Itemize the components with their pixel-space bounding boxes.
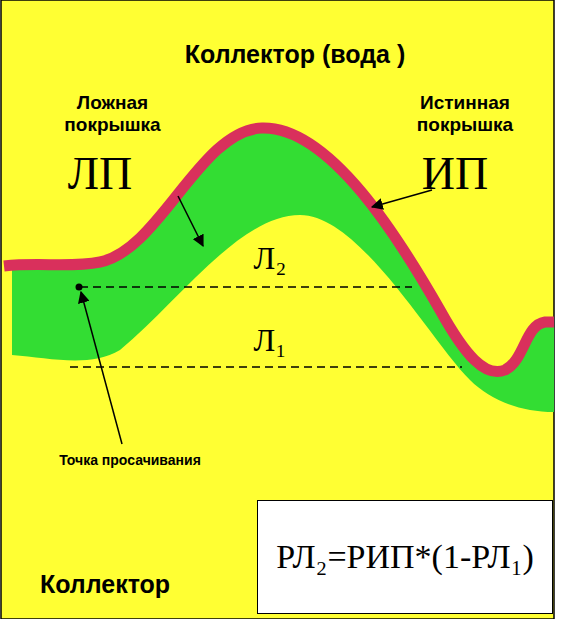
level-label: Л₂ xyxy=(240,240,300,277)
layer-abbrev: ИП xyxy=(410,148,500,201)
formula-text: РЛ₂=РИП*(1-РЛ₁) xyxy=(276,538,534,576)
true-cap-layer xyxy=(4,128,554,372)
level-label: Л₁ xyxy=(240,322,300,359)
region-label: Коллектор xyxy=(20,570,190,599)
leader-line xyxy=(178,196,203,246)
level-line xyxy=(80,286,412,288)
seep-point xyxy=(76,284,83,291)
layer-abbrev: ЛП xyxy=(55,148,145,201)
region-label: Коллектор (вода ) xyxy=(90,40,500,69)
point-label: Точка просачивания xyxy=(30,452,230,468)
false-cap-layer xyxy=(12,128,554,412)
layer-label: Истинная покрышка xyxy=(390,92,540,136)
layer-label: Ложная покрышка xyxy=(45,92,180,136)
level-line xyxy=(70,366,462,368)
formula-box: РЛ₂=РИП*(1-РЛ₁) xyxy=(257,500,553,614)
leader-line xyxy=(81,292,122,444)
